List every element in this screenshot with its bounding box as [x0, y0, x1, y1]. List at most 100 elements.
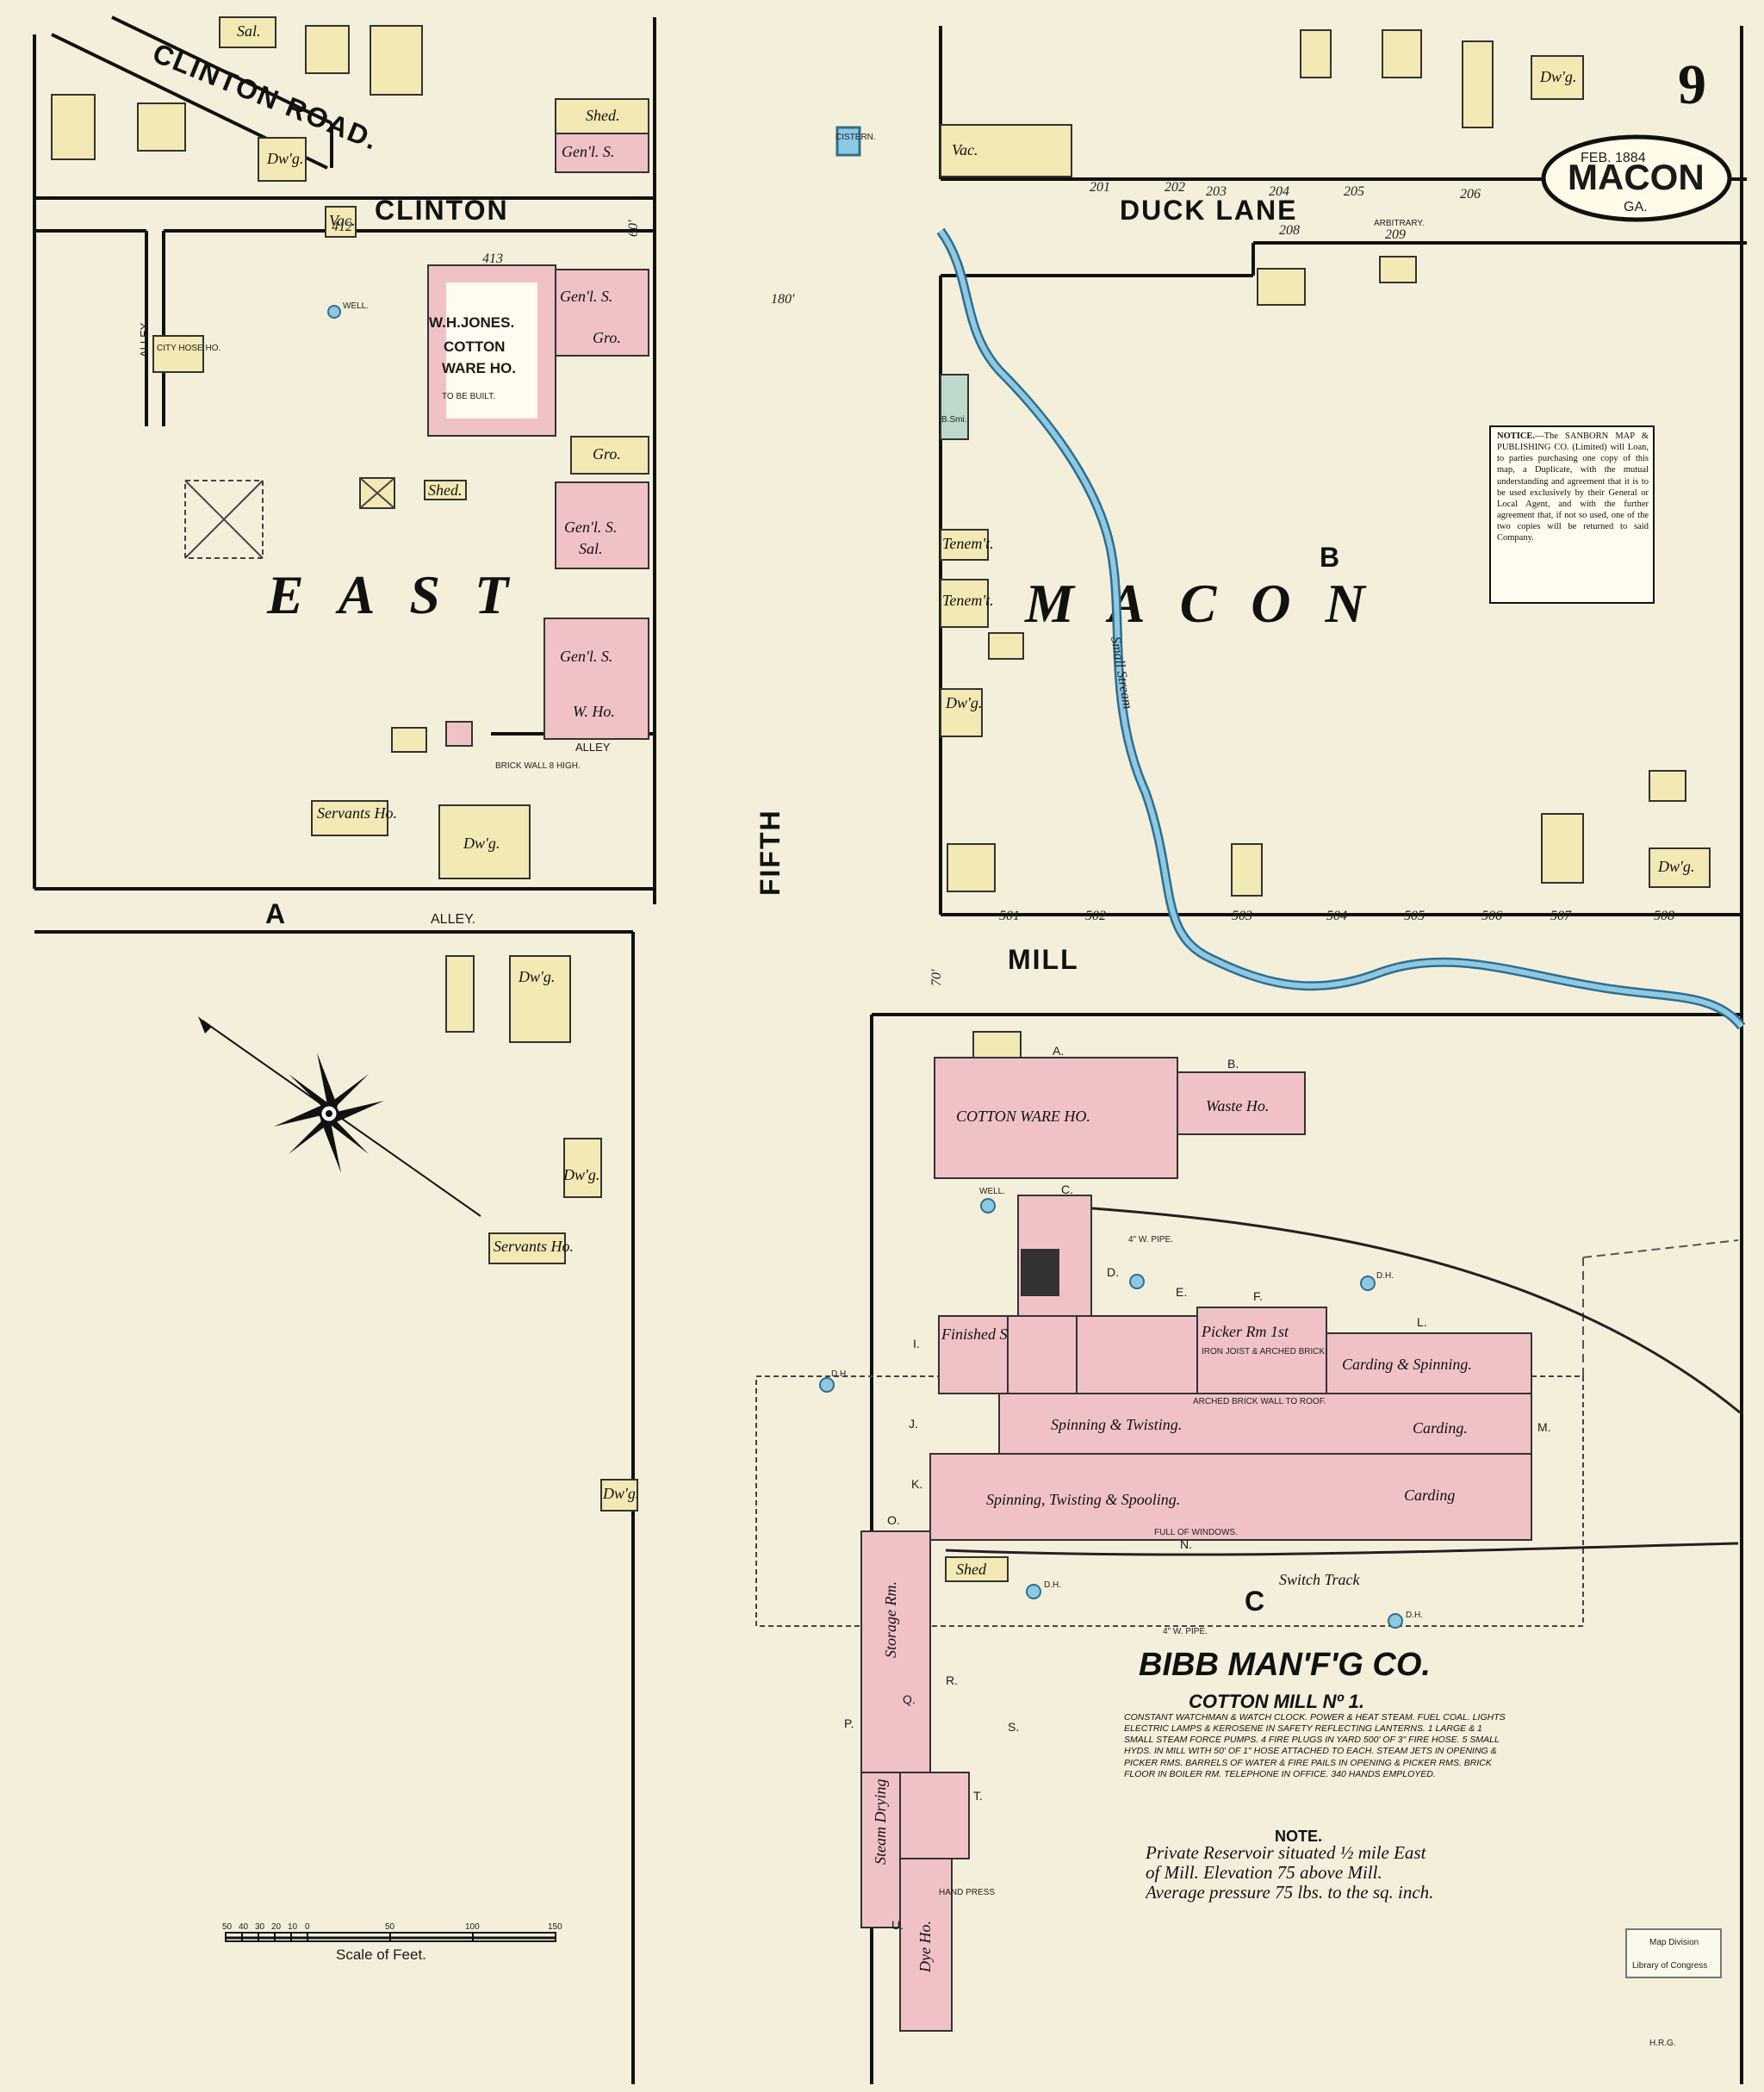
engine-room[interactable]	[1007, 1315, 1078, 1394]
mill-well-label: WELL.	[979, 1187, 1005, 1196]
district-label-macon: MACON	[1024, 573, 1400, 634]
addr-506: 506	[1481, 909, 1502, 923]
dwelling-503[interactable]	[1231, 843, 1263, 897]
genl-store-who[interactable]	[543, 618, 649, 740]
shed-2[interactable]	[424, 480, 467, 500]
dye-ho[interactable]	[899, 1858, 953, 2032]
steam-drying-label: Steam Drying	[872, 1779, 889, 1865]
dwelling-duck-4[interactable]	[1531, 55, 1584, 100]
ghost-building-1	[184, 480, 264, 559]
dwelling-east-1[interactable]	[438, 804, 531, 879]
spinning-twisting-spooling-label: Spinning, Twisting & Spooling.	[986, 1491, 1180, 1508]
block-letter-c: C	[1245, 1586, 1266, 1617]
railroad-spur	[1080, 1206, 1741, 1414]
vac-lot-duck-lane[interactable]	[940, 124, 1072, 177]
mill-description: CONSTANT WATCHMAN & WATCH CLOCK. POWER &…	[1124, 1712, 1506, 1779]
waste-ho[interactable]	[1177, 1071, 1306, 1135]
dwelling-508[interactable]	[1649, 847, 1711, 888]
servants-ho-3[interactable]	[488, 1232, 566, 1264]
notice-text: —The SANBORN MAP & PUBLISHING CO. (Limit…	[1497, 431, 1649, 543]
elevator-tank-hose-ho[interactable]	[1076, 1315, 1198, 1394]
dwelling-macon-1[interactable]	[940, 688, 983, 737]
dwelling-east-2[interactable]	[509, 955, 571, 1043]
spinning-twisting-spooling-rm[interactable]	[929, 1453, 1532, 1541]
genl-store-label-1: Gen'l. S.	[560, 288, 612, 305]
state-abbr: GA.	[1624, 200, 1648, 214]
scale-tick-4: 10	[288, 1922, 298, 1932]
stamp-line-1: Map Division	[1649, 1938, 1699, 1947]
dwelling-duck-2[interactable]	[1382, 29, 1422, 78]
dwelling-label-4: Dw'g.	[602, 1485, 639, 1502]
small-dwelling-1[interactable]	[391, 727, 427, 753]
small-brick-1[interactable]	[445, 721, 473, 747]
addr-505: 505	[1404, 909, 1425, 923]
saloon-clinton[interactable]	[219, 16, 276, 48]
to-be-built-note: TO BE BUILT.	[442, 392, 495, 401]
dwelling-duck-1[interactable]	[1300, 29, 1332, 78]
mill-letter-b: B.	[1227, 1057, 1239, 1071]
stamp-line-2: Library of Congress	[1632, 1961, 1707, 1971]
mill-letter-d: D.	[1107, 1265, 1119, 1279]
genl-store-gro-1[interactable]	[555, 269, 649, 357]
dwelling-duck-3[interactable]	[1462, 40, 1494, 128]
vac-label-2: Vac.	[952, 141, 978, 158]
tenement-2[interactable]	[940, 579, 989, 628]
dwelling-507[interactable]	[1541, 813, 1584, 884]
mill-shed[interactable]	[945, 1556, 1009, 1582]
dh-label-1: D.H.	[1376, 1271, 1394, 1281]
servants-ho-2[interactable]	[445, 955, 475, 1033]
mill-letter-u: U.	[891, 1918, 904, 1932]
wh-jones-label-2: COTTON	[444, 338, 505, 355]
map-credit: H.R.G.	[1649, 2039, 1676, 2048]
mill-letter-m: M.	[1537, 1420, 1551, 1434]
dwelling-east-3[interactable]	[563, 1138, 602, 1198]
cotton-ware-ho[interactable]	[934, 1057, 1178, 1179]
dwelling-clinton-5[interactable]	[258, 137, 307, 182]
servants-label-3: Servants Ho.	[494, 1238, 574, 1255]
dwelling-label-duck: Dw'g.	[1539, 68, 1576, 85]
storage-rm[interactable]	[860, 1530, 931, 1773]
waste-label: Waste Ho.	[1206, 1097, 1269, 1114]
spinning-twisting-rm[interactable]	[998, 1393, 1532, 1455]
finished-stock-rm[interactable]	[938, 1315, 1009, 1394]
mill-letter-p: P.	[844, 1716, 854, 1730]
dwelling-508-back[interactable]	[1649, 770, 1686, 802]
addr-201: 201	[1090, 180, 1110, 195]
dwelling-clinton-2[interactable]	[137, 102, 186, 152]
notice-title: NOTICE.	[1497, 431, 1536, 441]
mill-letter-f: F.	[1253, 1289, 1263, 1303]
mill-letter-c: C.	[1061, 1183, 1073, 1196]
dwelling-clinton-4[interactable]	[370, 25, 423, 96]
scale-title: Scale of Feet.	[336, 1946, 426, 1963]
dwelling-208[interactable]	[1257, 268, 1306, 306]
city-hose-ho[interactable]	[152, 335, 204, 373]
scale-tick-0: 50	[222, 1922, 233, 1932]
cotton-ware-platform[interactable]	[972, 1031, 1022, 1058]
b-smith-shop[interactable]	[940, 374, 969, 440]
drying-rm[interactable]	[899, 1772, 970, 1859]
vac-small[interactable]	[988, 632, 1024, 660]
genl-store-clinton[interactable]	[555, 133, 649, 173]
tenement-label-1: Tenem't.	[942, 535, 994, 552]
east-block-buildings: W.H.JONES. COTTON WARE HO. TO BE BUILT. …	[51, 16, 649, 1512]
shed-clinton[interactable]	[555, 98, 649, 134]
vac-412[interactable]	[325, 206, 357, 238]
servants-ho-1[interactable]	[311, 800, 388, 836]
steam-drying-rm[interactable]	[860, 1772, 901, 1928]
picker-rm[interactable]	[1196, 1307, 1327, 1394]
dwelling-east-4[interactable]	[600, 1479, 638, 1512]
dwelling-macon-2[interactable]	[947, 843, 996, 892]
addr-206: 206	[1460, 187, 1481, 202]
street-width-70: 70'	[929, 969, 944, 986]
picker-label: Picker Rm 1st	[1201, 1323, 1289, 1340]
dwelling-clinton-1[interactable]	[51, 94, 96, 160]
small-stream	[938, 229, 1744, 1028]
street-label-clinton: CLINTON	[375, 195, 509, 226]
genl-store-sal[interactable]	[555, 481, 649, 569]
dwelling-label-3: Dw'g.	[562, 1166, 599, 1183]
dwelling-clinton-3[interactable]	[305, 25, 350, 74]
tenement-1[interactable]	[940, 529, 989, 561]
mill-letter-n: N.	[1180, 1537, 1192, 1551]
dwelling-209[interactable]	[1379, 256, 1417, 283]
gro-2[interactable]	[570, 436, 649, 475]
